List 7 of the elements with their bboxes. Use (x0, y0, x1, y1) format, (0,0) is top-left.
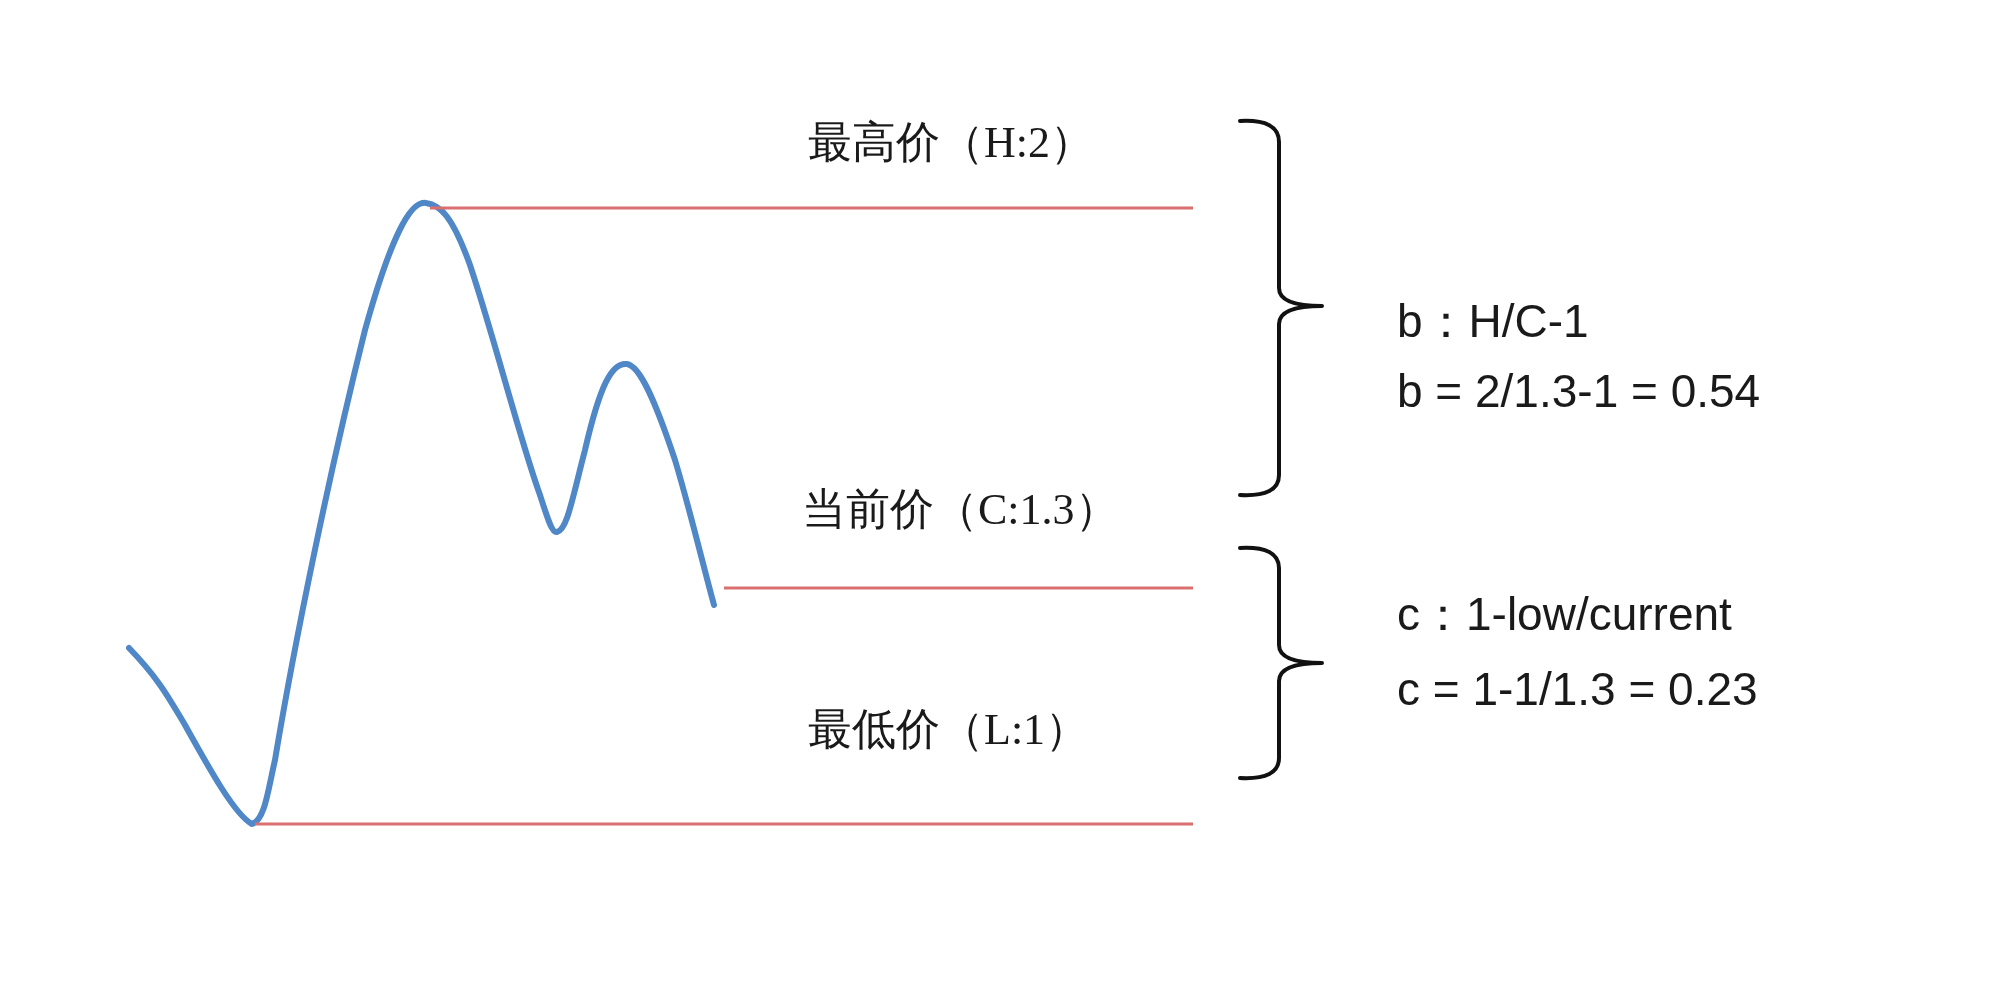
formula-text: b：H/C-1 (1397, 294, 1589, 350)
formula-text: c = 1-1/1.3 = 0.23 (1397, 662, 1758, 718)
formula-text: c：1-low/current (1397, 587, 1732, 643)
price-level-label: 最低价（L:1） (808, 703, 1090, 756)
price-level-label: 当前价（C:1.3） (802, 483, 1119, 536)
formula-text: b = 2/1.3-1 = 0.54 (1397, 364, 1761, 420)
price-level-label: 最高价（H:2） (808, 116, 1094, 169)
